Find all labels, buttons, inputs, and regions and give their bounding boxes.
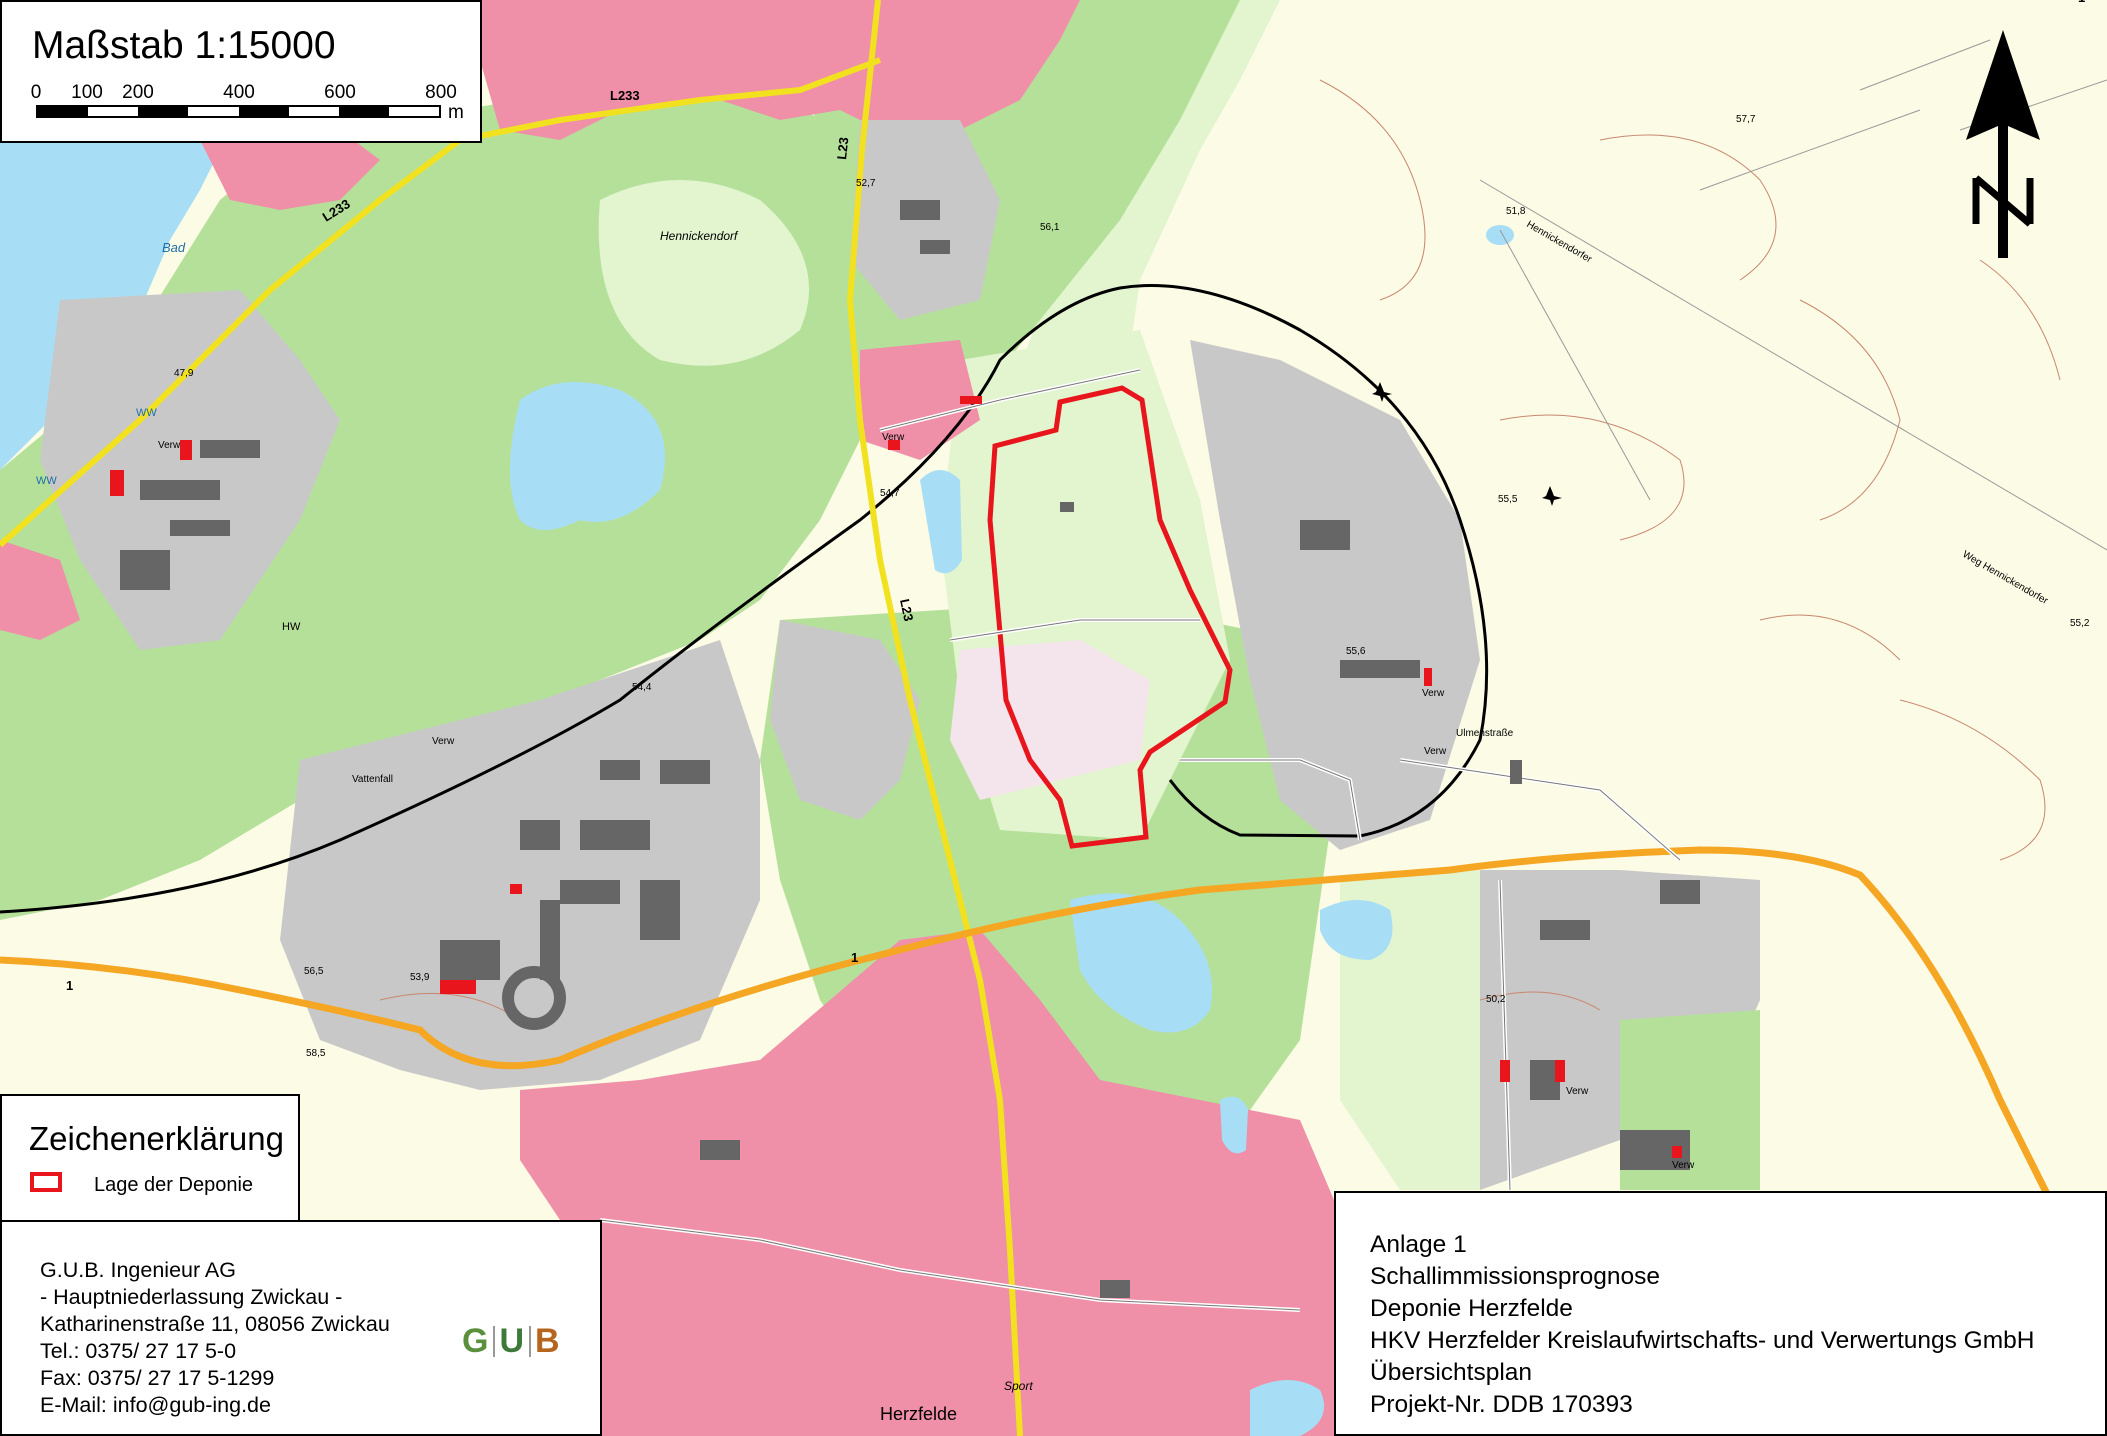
north-arrow-icon	[1966, 30, 2040, 258]
label-bad: Bad	[162, 240, 186, 255]
pond-bottom	[1250, 1380, 1325, 1436]
scale-tick: 600	[324, 82, 356, 103]
pond-northeast	[1486, 225, 1514, 245]
industrial-center	[280, 640, 760, 1090]
gub-logo-letter-u: U	[499, 1322, 526, 1360]
company-panel: G.U.B. Ingenieur AG - Hauptniederlassung…	[0, 1220, 602, 1436]
landfill-outline	[987, 385, 1233, 849]
round-building	[502, 966, 566, 1030]
legend-title: Zeichenerklärung	[29, 1120, 284, 1157]
label-l23-a: L23	[834, 136, 851, 160]
company-branch: - Hauptniederlassung Zwickau -	[40, 1285, 343, 1309]
railway	[0, 284, 1489, 914]
gub-logo-letter-b: B	[535, 1322, 561, 1360]
scale-tick: 800	[425, 82, 457, 103]
label-vattenfall: Vattenfall	[352, 774, 393, 785]
gub-logo: G U B	[460, 1322, 563, 1361]
company-email[interactable]: E-Mail: info@gub-ing.de	[40, 1393, 271, 1417]
settlement-herzfelde	[520, 930, 1334, 1436]
project-client: HKV Herzfelder Kreislaufwirtschafts- und…	[1370, 1327, 2035, 1354]
elev-52-7: 52,7	[856, 178, 876, 189]
pond-south	[1070, 893, 1212, 1033]
elev-54-7: 54,7	[880, 488, 900, 499]
clearing-hennickendorf	[598, 180, 809, 366]
project-plan-type: Übersichtsplan	[1370, 1359, 1533, 1386]
admin-buildings	[110, 396, 1682, 1158]
elev-53-9: 53,9	[410, 972, 430, 983]
label-l23-b: L23	[897, 598, 916, 623]
pond-east	[1320, 900, 1393, 960]
scale-tick: 100	[71, 82, 103, 103]
scale-tick: 0	[30, 82, 42, 103]
road-b1	[0, 846, 2054, 1202]
scale-panel: Maßstab 1:15000 0 100 200 400 600 800 m	[0, 0, 482, 143]
settlement-north	[480, 0, 1080, 140]
label-verw-d: Verw	[1424, 746, 1447, 757]
scale-unit: m	[448, 102, 464, 123]
company-address: Katharinenstraße 11, 08056 Zwickau	[40, 1312, 390, 1336]
label-hennickendorf: Hennickendorf	[660, 229, 739, 243]
label-verw-e: Verw	[432, 736, 455, 747]
label-ww-1: WW	[136, 407, 157, 419]
label-verw-a: Verw	[158, 440, 181, 451]
legend-swatch-landfill	[30, 1172, 62, 1192]
label-verw-b: Verw	[882, 432, 905, 443]
label-ulmenstrasse: Ulmenstraße	[1456, 728, 1514, 739]
label-ww-2: WW	[36, 475, 57, 487]
elev-57-7: 57,7	[1736, 114, 1756, 125]
elev-51-8: 51,8	[1506, 206, 1526, 217]
elev-55-5: 55,5	[1498, 494, 1518, 505]
label-herzfelde: Herzfelde	[880, 1404, 957, 1424]
pond-hennickendorf	[510, 382, 665, 530]
minor-roads-stroke	[599, 369, 1681, 1311]
contour-lines	[379, 79, 2061, 1021]
elev-55-2: 55,2	[2070, 618, 2090, 629]
buildings	[120, 200, 1700, 1298]
legend-label-landfill: Lage der Deponie	[94, 1174, 254, 1196]
scale-bar	[36, 105, 441, 118]
project-type: Schallimmissionsprognose	[1370, 1263, 1661, 1290]
gub-logo-letter-g: G	[462, 1322, 490, 1360]
project-number: Projekt-Nr. DDB 170393	[1370, 1391, 1633, 1418]
scale-title: Maßstab 1:15000	[32, 24, 336, 67]
elev-55-6: 55,6	[1346, 646, 1366, 657]
settlement-shore	[200, 130, 380, 210]
elev-50-2: 50,2	[1486, 994, 1506, 1005]
map-labels: L233 L233 L23 L23 1 1 1 Bad Hennickendor…	[36, 0, 2090, 1424]
dotted-area	[950, 640, 1150, 800]
legend-panel: Zeichenerklärung Lage der Deponie	[0, 1094, 300, 1222]
label-hw: HW	[282, 621, 301, 633]
pond-small-a	[920, 470, 962, 574]
elev-56-5: 56,5	[304, 966, 324, 977]
industrial-east	[1190, 340, 1480, 850]
elev-58-5: 58,5	[306, 1048, 326, 1059]
label-b1-a: 1	[66, 978, 73, 993]
settlement-center	[860, 340, 980, 460]
label-sport: Sport	[1004, 1379, 1033, 1393]
elev-47-9: 47,9	[174, 368, 194, 379]
company-phone: Tel.: 0375/ 27 17 5-0	[40, 1339, 237, 1363]
settlement-west	[0, 540, 80, 640]
company-name: G.U.B. Ingenieur AG	[40, 1258, 236, 1282]
label-verw-f: Verw	[1566, 1086, 1589, 1097]
company-fax: Fax: 0375/ 27 17 5-1299	[40, 1366, 275, 1390]
pond-southwest	[1220, 1096, 1248, 1154]
airplane-icon	[1372, 382, 1562, 506]
industrial-west	[40, 290, 340, 650]
road-l23	[846, 0, 1023, 1436]
label-verw-c: Verw	[1422, 688, 1445, 699]
industrial-center-b	[770, 620, 920, 820]
project-panel: Anlage 1 Schallimmissionsprognose Deponi…	[1334, 1191, 2107, 1436]
elev-54-4: 54,4	[632, 682, 652, 693]
elev-56-1: 56,1	[1040, 222, 1060, 233]
label-b1-b: 1	[851, 950, 858, 965]
project-site: Deponie Herzfelde	[1370, 1295, 1573, 1322]
scale-tick: 200	[122, 82, 154, 103]
label-b1-c: 1	[2078, 0, 2085, 5]
label-l233-a: L233	[610, 88, 640, 103]
project-annex: Anlage 1	[1370, 1231, 1467, 1258]
scale-tick: 400	[223, 82, 255, 103]
label-verw-g: Verw	[1672, 1160, 1695, 1171]
